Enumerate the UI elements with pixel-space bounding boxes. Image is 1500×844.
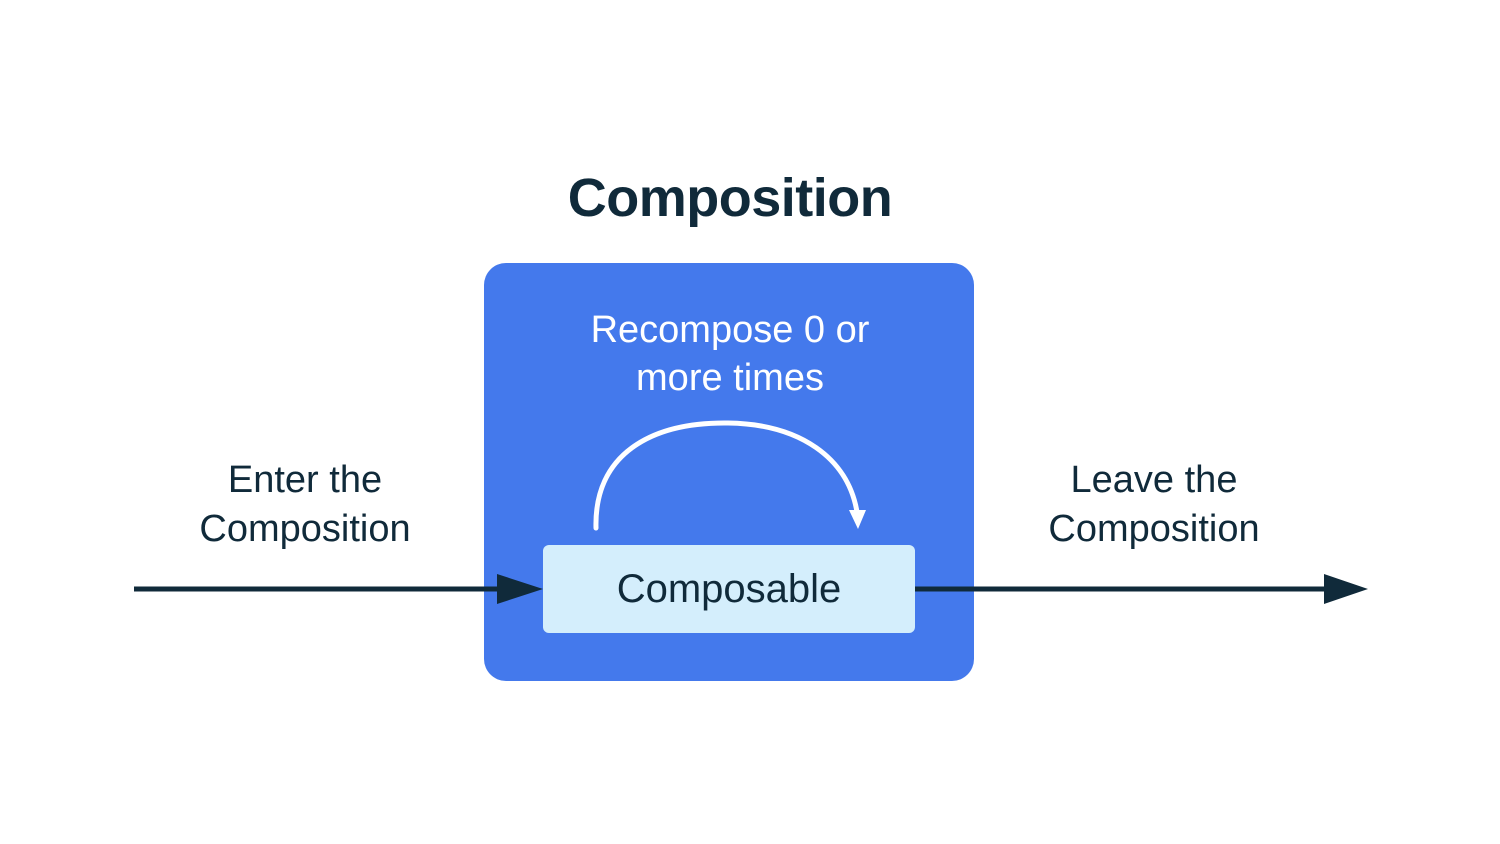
recompose-label: Recompose 0 or more times [500, 306, 960, 402]
leave-line-2: Composition [1048, 508, 1260, 550]
enter-label: Enter the Composition [135, 456, 475, 554]
recompose-line-1: Recompose 0 or [590, 309, 870, 351]
leave-label: Leave the Composition [984, 456, 1324, 554]
recompose-line-2: more times [636, 357, 824, 399]
leave-arrow-icon [915, 574, 1368, 604]
leave-line-1: Leave the [1070, 459, 1238, 501]
diagram-title: Composition [567, 168, 893, 228]
composable-label: Composable [616, 566, 842, 611]
enter-line-2: Composition [199, 508, 411, 550]
composable-box: Composable [543, 545, 915, 633]
enter-arrow-icon [134, 574, 543, 604]
enter-line-1: Enter the [227, 459, 383, 501]
